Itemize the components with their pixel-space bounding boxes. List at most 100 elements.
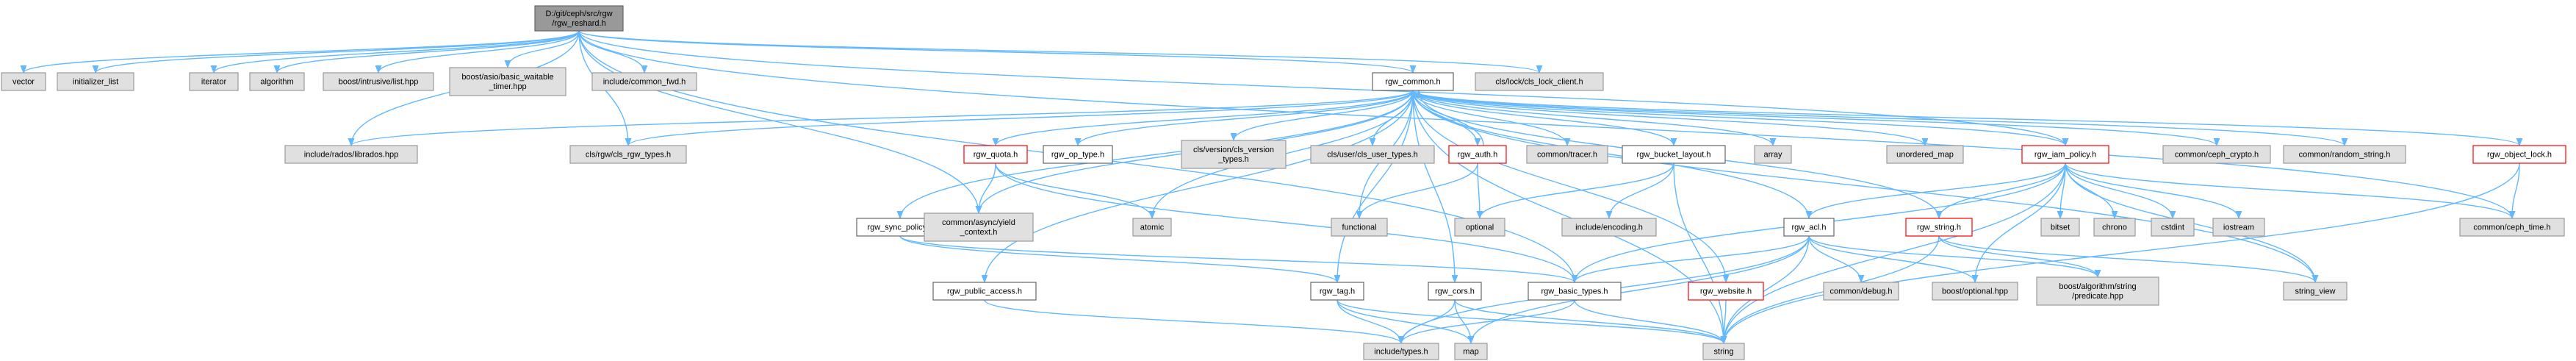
node-optional: optional xyxy=(1454,218,1505,237)
edge-rgw_sync_policy-to-rgw_basic_types xyxy=(899,235,1578,284)
node-rgw-iam-policy[interactable]: rgw_iam_policy.h xyxy=(2021,145,2109,164)
node-label: cls/version/cls_version xyxy=(1193,146,1274,154)
node-label: boost/algorithm/string xyxy=(2059,282,2136,291)
edge-rgw_common-to-string_view xyxy=(1412,90,2319,284)
edge-rgw_common-to-rgw_website xyxy=(1412,90,1730,284)
node-label: rgw_website.h xyxy=(1700,287,1752,296)
node-rgw-cors[interactable]: rgw_cors.h xyxy=(1428,282,1482,301)
node-rgw-string[interactable]: rgw_string.h xyxy=(1905,218,1973,237)
node-rgw-acl[interactable]: rgw_acl.h xyxy=(1783,218,1835,237)
node-common-debug: common/debug.h xyxy=(1823,282,1899,301)
node-rgw-bucket-layout[interactable]: rgw_bucket_layout.h xyxy=(1622,145,1726,164)
node-box xyxy=(1310,145,1435,164)
node-box xyxy=(2212,218,2265,237)
node-label: rgw_sync_policy.h xyxy=(867,224,932,232)
node-rgw-basic-types[interactable]: rgw_basic_types.h xyxy=(1528,282,1622,301)
node-box xyxy=(2283,145,2406,164)
node-rgw-auth[interactable]: rgw_auth.h xyxy=(1448,145,1507,164)
node-box xyxy=(1132,218,1172,237)
edge-rgw_common-to-rgw_sync_policy xyxy=(896,90,1414,220)
node-common-ceph-time: common/ceph_time.h xyxy=(2459,218,2565,237)
node-box xyxy=(1331,218,1388,237)
node-common-random-string: common/random_string.h xyxy=(2283,145,2406,164)
node-string: string xyxy=(1702,343,1745,360)
edge-rgw_iam_policy-to-string xyxy=(1720,162,2066,345)
node-label: /predicate.hpp xyxy=(2072,292,2123,301)
node-label: common/debug.h xyxy=(1830,287,1893,296)
node-box xyxy=(449,67,566,96)
node-root[interactable]: D:/git/ceph/src/rgw/rgw_reshard.h xyxy=(534,5,624,32)
edge-rgw_auth-to-functional xyxy=(1356,162,1478,220)
node-rgw-op-type[interactable]: rgw_op_type.h xyxy=(1043,145,1113,164)
edge-rgw_quota-to-atomic xyxy=(995,162,1156,220)
node-box xyxy=(534,5,624,32)
node-unordered-map: unordered_map xyxy=(1886,145,1964,164)
node-box xyxy=(1561,218,1657,237)
node-chrono: chrono xyxy=(2093,218,2136,237)
edge-rgw_iam_policy-to-rgw_string xyxy=(1935,162,2066,220)
node-label: rgw_iam_policy.h xyxy=(2034,151,2096,160)
node-boost-optional: boost/optional.hpp xyxy=(1932,282,2018,301)
edge-root-to-cls_lock_client xyxy=(578,30,1543,74)
node-label: include/types.h xyxy=(1374,348,1428,357)
edge-rgw_cors-to-include_types xyxy=(1397,299,1456,345)
node-rgw-object-lock[interactable]: rgw_object_lock.h xyxy=(2472,145,2566,164)
node-label: D:/git/ceph/src/rgw xyxy=(545,10,612,18)
node-rgw-common[interactable]: rgw_common.h xyxy=(1372,72,1454,91)
node-box xyxy=(1783,218,1835,237)
node-box xyxy=(1,72,46,91)
node-bitset: bitset xyxy=(2040,218,2080,237)
edge-rgw_auth-to-optional xyxy=(1476,162,1483,220)
node-librados: include/rados/librados.hpp xyxy=(284,145,418,164)
edge-root-to-vector xyxy=(20,30,580,74)
node-rgw-quota[interactable]: rgw_quota.h xyxy=(963,145,1028,164)
edge-rgw_common-to-rgw_bucket_layout xyxy=(1412,90,1677,147)
node-box xyxy=(1886,145,1964,164)
edge-rgw_common-to-rgw_op_type xyxy=(1074,90,1414,147)
edge-rgw_iam_policy-to-rgw_acl xyxy=(1805,162,2066,220)
edge-rgw_iam_policy-to-iostream xyxy=(2065,162,2242,220)
edge-root-to-common_ceph_time xyxy=(578,30,2516,220)
edge-rgw_cors-to-map xyxy=(1454,299,1475,345)
node-label: iostream xyxy=(2223,224,2254,232)
node-label: string_view xyxy=(2295,287,2335,296)
node-box xyxy=(2459,218,2565,237)
edge-rgw_acl-to-string xyxy=(1720,235,1810,345)
edge-rgw_iam_policy-to-cstdint xyxy=(2065,162,2176,220)
node-label: include/common_fwd.h xyxy=(603,78,686,87)
node-iostream: iostream xyxy=(2212,218,2265,237)
edge-rgw_basic_types-to-include_types xyxy=(1397,299,1575,345)
edge-rgw_common-to-librados xyxy=(348,90,1414,147)
node-label: boost/intrusive/list.hpp xyxy=(339,78,419,87)
node-label: _timer.hpp xyxy=(488,82,526,91)
node-box xyxy=(249,72,305,91)
node-iterator: iterator xyxy=(189,72,239,91)
node-box xyxy=(2021,145,2109,164)
node-label: vector xyxy=(12,78,35,87)
node-include-encoding: include/encoding.h xyxy=(1561,218,1657,237)
node-box xyxy=(2093,218,2136,237)
edge-rgw_common-to-common_random_string xyxy=(1412,90,2348,147)
node-box xyxy=(1688,282,1764,301)
node-rgw-public-access[interactable]: rgw_public_access.h xyxy=(932,282,1037,301)
edge-rgw_object_lock-to-string xyxy=(1720,162,2520,345)
edge-rgw_string-to-string_view xyxy=(1938,235,2319,284)
node-rgw-tag[interactable]: rgw_tag.h xyxy=(1310,282,1364,301)
node-label: common/tracer.h xyxy=(1537,151,1597,160)
edge-rgw_cors-to-string xyxy=(1454,299,1727,345)
node-box xyxy=(2151,218,2195,237)
node-label: common/random_string.h xyxy=(2299,151,2391,160)
node-label: cstdint xyxy=(2161,224,2184,232)
edge-rgw_tag-to-include_types xyxy=(1336,299,1405,345)
node-rgw-website[interactable]: rgw_website.h xyxy=(1688,282,1764,301)
node-label: rgw_bucket_layout.h xyxy=(1637,151,1711,160)
node-atomic: atomic xyxy=(1132,218,1172,237)
node-cls-rgw-types: cls/rgw/cls_rgw_types.h xyxy=(569,145,687,164)
node-label: rgw_object_lock.h xyxy=(2487,151,2552,160)
edge-rgw_acl-to-map xyxy=(1467,235,1810,345)
node-common-ceph-crypto: common/ceph_crypto.h xyxy=(2162,145,2271,164)
node-box xyxy=(2040,218,2080,237)
edge-root-to-yield_context xyxy=(578,30,982,215)
edge-rgw_public_access-to-include_types xyxy=(984,299,1405,345)
